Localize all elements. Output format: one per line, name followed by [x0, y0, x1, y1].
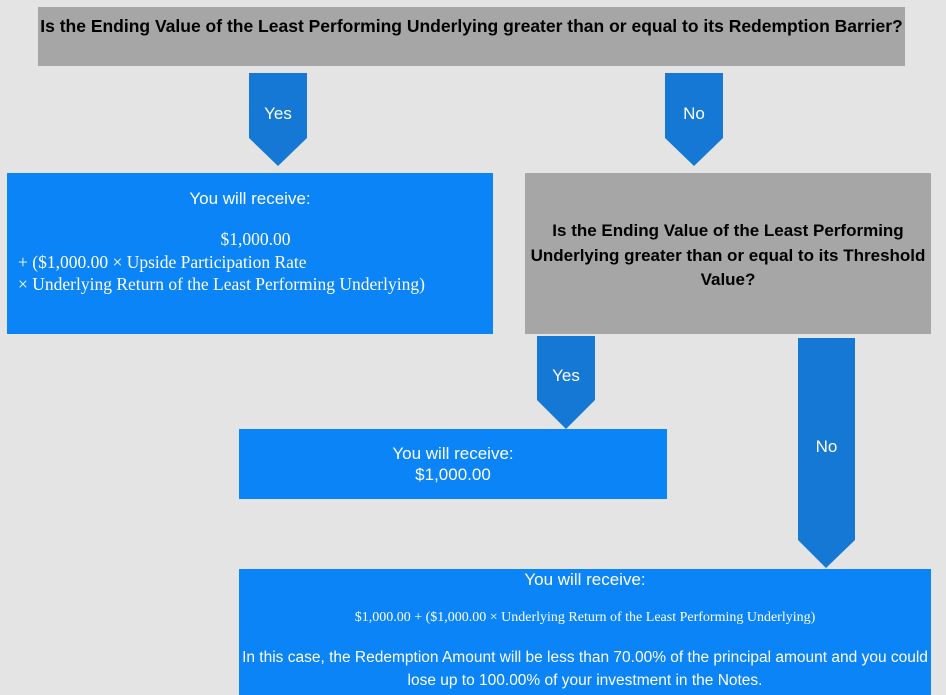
- outcome-1-line-1: $1,000.00: [220, 229, 291, 249]
- outcome-principal-box: You will receive: $1,000.00: [239, 429, 667, 499]
- question-2-text: Is the Ending Value of the Least Perform…: [530, 221, 926, 289]
- outcome-upside-box: You will receive: $1,000.00 + ($1,000.00…: [7, 173, 493, 334]
- question-1-text: Is the Ending Value of the Least Perform…: [40, 16, 903, 36]
- arrow-yes-1-label: Yes: [264, 104, 292, 123]
- outcome-1-line-3: × Underlying Return of the Least Perform…: [18, 274, 425, 294]
- arrow-yes-2: [537, 336, 595, 429]
- arrow-no-2-label: No: [815, 437, 838, 456]
- arrow-yes-1: [249, 73, 307, 166]
- outcome-2-amount: $1,000.00: [415, 465, 491, 484]
- question-redemption-barrier: Is the Ending Value of the Least Perform…: [38, 7, 905, 66]
- outcome-1-heading: You will receive:: [189, 189, 311, 208]
- outcome-1-formula: $1,000.00 + ($1,000.00 × Upside Particip…: [7, 228, 493, 296]
- arrow-no-2: [798, 338, 855, 568]
- outcome-3-formula: $1,000.00 + ($1,000.00 × Underlying Retu…: [354, 610, 816, 625]
- arrow-yes-2-label: Yes: [552, 366, 580, 385]
- outcome-1-line-2: + ($1,000.00 × Upside Participation Rate: [18, 251, 307, 272]
- outcome-loss-box: You will receive: $1,000.00 + ($1,000.00…: [239, 569, 931, 695]
- outcome-3-heading: You will receive:: [524, 570, 646, 589]
- arrow-no-1: [665, 73, 723, 166]
- arrow-no-1-label: No: [683, 104, 705, 123]
- question-threshold-value: Is the Ending Value of the Least Perform…: [525, 173, 931, 334]
- outcome-2-heading: You will receive:: [392, 444, 514, 463]
- outcome-3-note: In this case, the Redemption Amount will…: [242, 649, 928, 689]
